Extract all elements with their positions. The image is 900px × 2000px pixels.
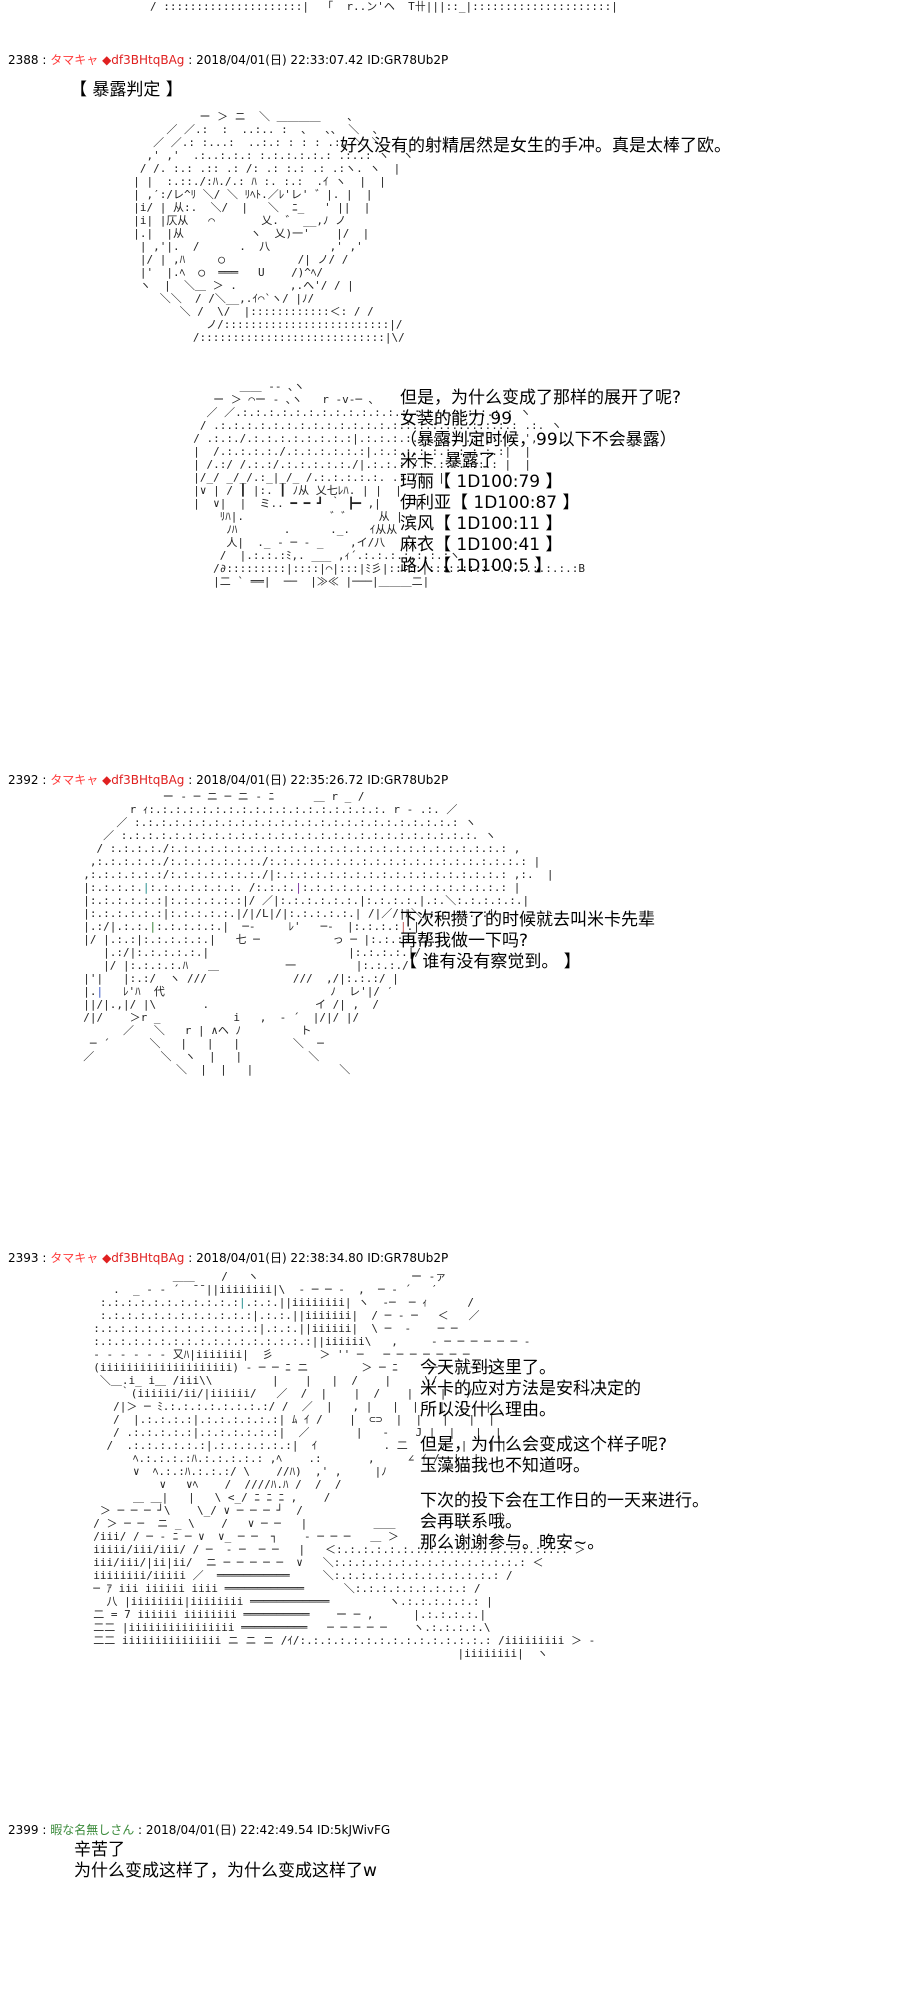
side-line: 麻衣【 1D100:41 】 (400, 535, 563, 555)
post-meta: 2018/04/01(日) 22:38:34.80 ID:GR78Ub2P (196, 1251, 449, 1265)
side-line (420, 1477, 709, 1491)
post-meta: 2018/04/01(日) 22:35:26.72 ID:GR78Ub2P (196, 773, 449, 787)
side-line: 米卡 暴露了 (400, 451, 496, 471)
post-side-text-block: 今天就到这里了。 米卡的应对方法是安科决定的 所以没什么理由。 但是，为什么会变… (420, 1358, 709, 1554)
side-line: 所以没什么理由。 (420, 1400, 556, 1420)
aa-art-3: ー ‐ ─ ニ ─ ニ ‐ ﾆ ＿ r _ / r ｨ:.:.:.:.:.:.:… (83, 790, 554, 1076)
side-line: 下次积攒了的时候就去叫米卡先辈 (400, 910, 655, 930)
side-line: 伊利亚【 1D100:87 】 (400, 493, 580, 513)
poster-name[interactable]: タマキャ (50, 1251, 99, 1265)
aa-art-1: ー ＞ ニ ＼ ＿＿＿＿ 、 ／ ／.: : ..:.. : 、 、、 ＼ 、 … (133, 110, 414, 344)
post-header-2399: 2399 : 暇な名無しさん : 2018/04/01(日) 22:42:49.… (8, 1823, 391, 1837)
side-line: 那么谢谢参与。晚安~。 (420, 1533, 605, 1553)
poster-name[interactable]: 暇な名無しさん (50, 1823, 135, 1837)
post-number: 2393 (8, 1251, 39, 1265)
post-header-2392: 2392 : タマキャ ◆df3BHtqBAg : 2018/04/01(日) … (8, 773, 449, 787)
post-meta: 2018/04/01(日) 22:33:07.42 ID:GR78Ub2P (196, 53, 449, 67)
side-line: 玉藻猫我也不知道呀。 (420, 1456, 590, 1476)
side-line (420, 1421, 709, 1435)
side-line: 玛丽【 1D100:79 】 (400, 472, 563, 492)
post-body-line: 辛苦了 (74, 1840, 125, 1860)
trip-diamond-icon: ◆ (102, 773, 112, 787)
trip-diamond-icon: ◆ (102, 1251, 112, 1265)
side-line: （暴露判定时候，99以下不会暴露） (400, 430, 677, 450)
post-body-line: 为什么变成这样了，为什么变成这样了w (74, 1861, 377, 1881)
aa-art-2: ＿＿ -‐ ､ヽ ー ＞ ⌒ー ‐ ､ヽ r ‐v‐─ ､ ／ ／.:.:.:.… (193, 380, 585, 588)
side-line: 【 谁有没有察觉到。 】 (400, 952, 581, 972)
side-line: 今天就到这里了。 (420, 1358, 556, 1378)
tripcode: df3BHtqBAg (111, 1251, 185, 1265)
post-body: 辛苦了 为什么变成这样了，为什么变成这样了w (74, 1840, 377, 1882)
post-number: 2388 (8, 53, 39, 67)
post-header-2388: 2388 : タマキャ ◆df3BHtqBAg : 2018/04/01(日) … (8, 53, 449, 67)
trip-diamond-icon: ◆ (102, 53, 112, 67)
tripcode: df3BHtqBAg (111, 53, 185, 67)
poster-name[interactable]: タマキャ (50, 773, 99, 787)
poster-name[interactable]: タマキャ (50, 53, 99, 67)
side-line: 下次的投下会在工作日的一天来进行。 (420, 1491, 709, 1511)
side-line: 女装的能力 99 (400, 409, 513, 429)
post-side-text-block: 但是，为什么变成了那样的展开了呢? 女装的能力 99 （暴露判定时候，99以下不… (400, 388, 681, 577)
post-number: 2392 (8, 773, 39, 787)
post-body-line: 【 暴露判定 】 (70, 80, 183, 100)
post-header-2393: 2393 : タマキャ ◆df3BHtqBAg : 2018/04/01(日) … (8, 1251, 449, 1265)
post-side-text: 好久没有的射精居然是女生的手冲。真是太棒了欧。 (340, 136, 731, 156)
side-line: 路人【 1D100:5 】 (400, 556, 552, 576)
side-line: 米卡的应对方法是安科决定的 (420, 1379, 641, 1399)
side-line: 会再联系哦。 (420, 1512, 522, 1532)
side-line: 再帮我做一下吗? (400, 931, 529, 951)
side-line: 但是，为什么变成了那样的展开了呢? (400, 388, 682, 408)
post-meta: 2018/04/01(日) 22:42:49.54 ID:5kJWivFG (145, 1823, 391, 1837)
post-side-text-block: 下次积攒了的时候就去叫米卡先辈 再帮我做一下吗? 【 谁有没有察觉到。 】 (400, 910, 655, 973)
aa-top-fragment: / :::::::::::::::::::::| 「 r..ン'ヘ T卄|||:… (150, 0, 618, 13)
aa-art-4: ＿＿ / ヽ ー ‐ァ . _ - ‐ ´ ̄ ̄ ||iiiiiiii|\ ‐… (93, 1270, 596, 1660)
side-line: 但是，为什么会变成这个样子呢? (420, 1435, 668, 1455)
tripcode: df3BHtqBAg (111, 773, 185, 787)
side-line: 滨风【 1D100:11 】 (400, 514, 563, 534)
post-number: 2399 (8, 1823, 39, 1837)
